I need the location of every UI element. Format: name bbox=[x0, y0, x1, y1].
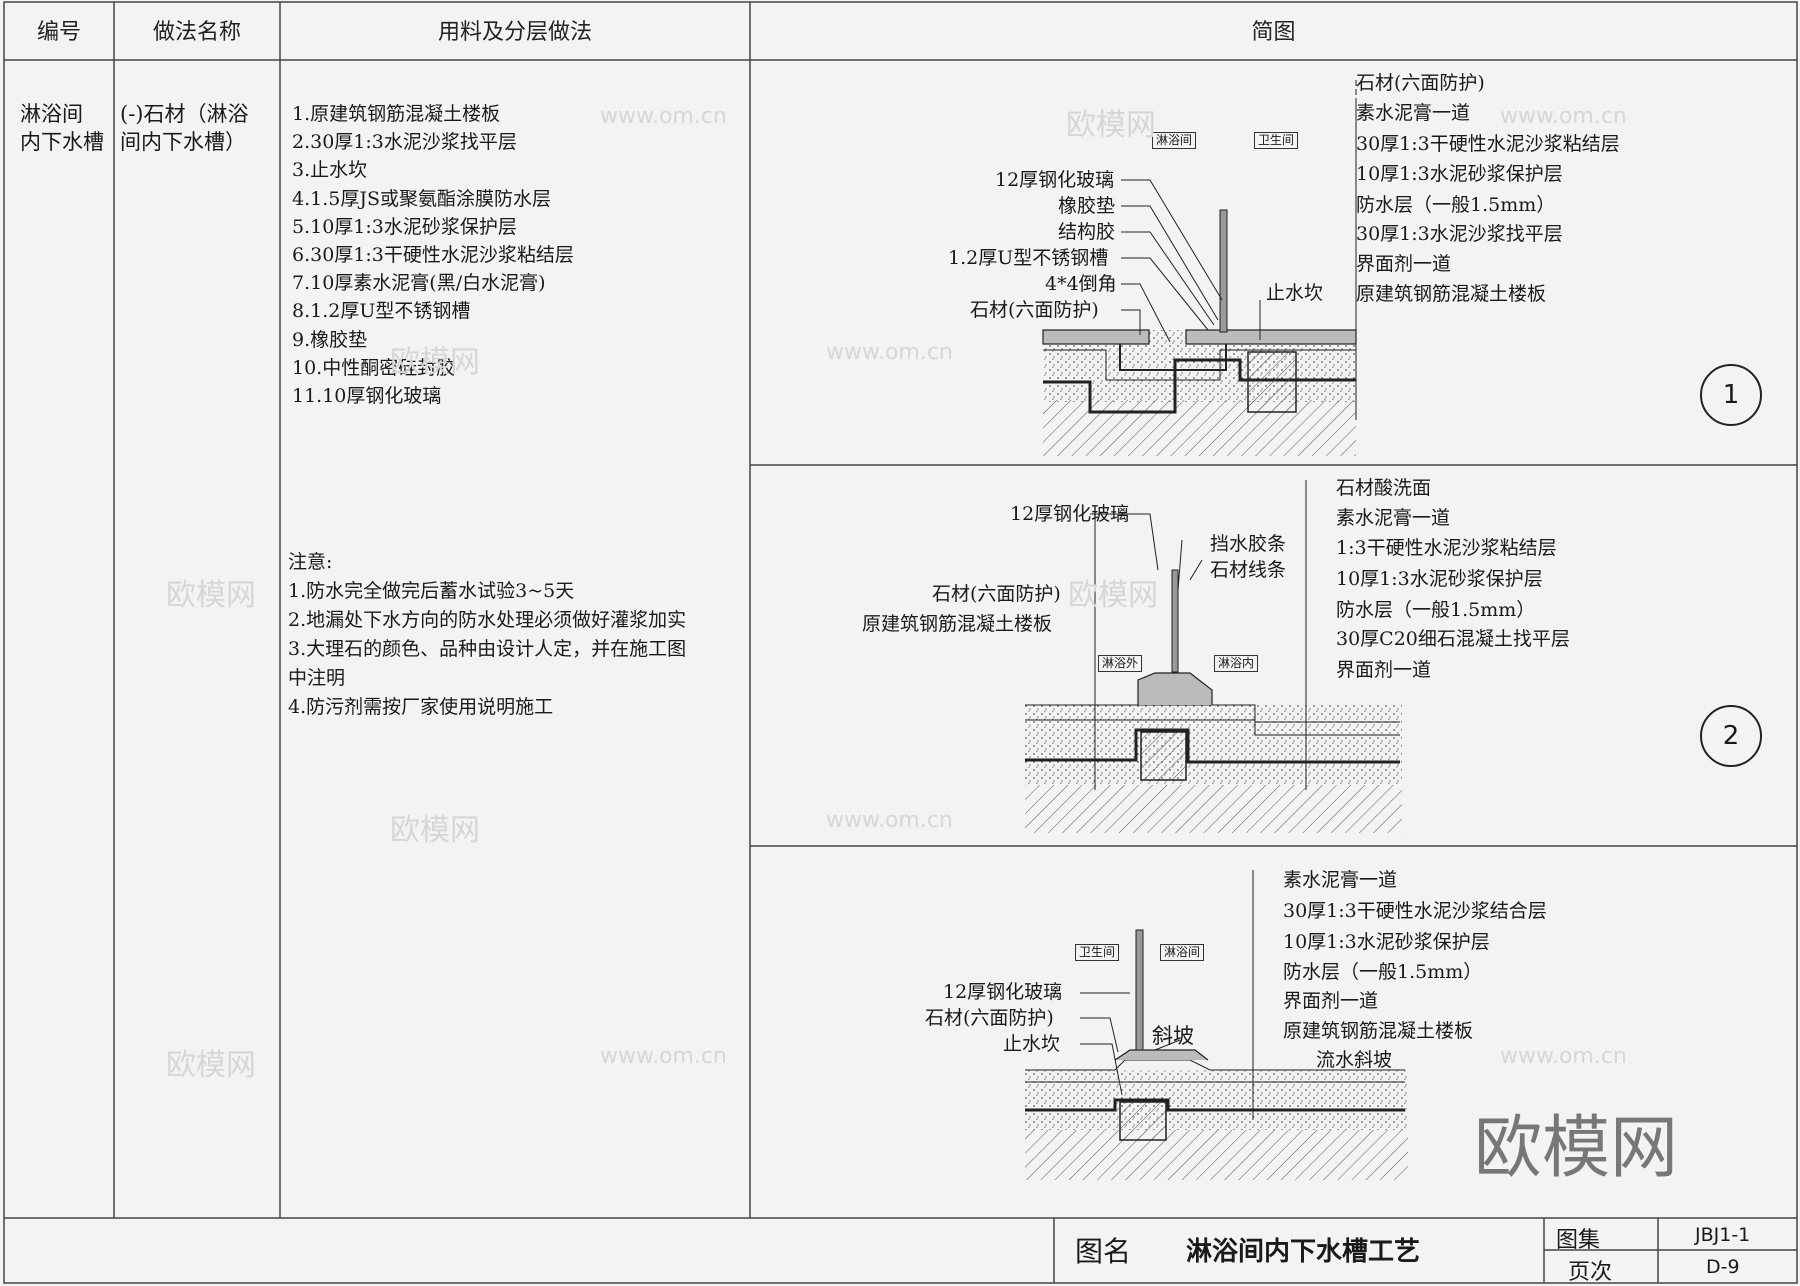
d2-layer: 30厚C20细石混凝土找平层 bbox=[1336, 628, 1570, 650]
section-2 bbox=[1025, 480, 1402, 833]
d3-layer: 素水泥膏一道 bbox=[1283, 869, 1398, 891]
watermark-site: www.om.cn bbox=[826, 340, 953, 365]
d3-layer: 原建筑钢筋混凝土楼板 bbox=[1283, 1020, 1474, 1042]
d2-layer: 石材酸洗面 bbox=[1336, 477, 1432, 499]
d1-label-chamfer: 4*4倒角 bbox=[1045, 273, 1117, 295]
notes-block: 注意: 1.防水完全做完后蓄水试验3~5天 2.地漏处下水方向的防水处理必须做好… bbox=[288, 548, 748, 722]
d3-layer: 界面剂一道 bbox=[1283, 990, 1379, 1012]
d2-label-stone: 石材(六面防护) bbox=[932, 583, 1061, 605]
d2-label-stone-line: 石材线条 bbox=[1210, 559, 1287, 581]
header-diagram: 简图 bbox=[1251, 20, 1296, 45]
d2-layer: 素水泥膏一道 bbox=[1336, 507, 1451, 529]
title-block-page-value: D-9 bbox=[1706, 1256, 1740, 1278]
layer-item: 5.10厚1:3水泥砂浆保护层 bbox=[292, 215, 517, 238]
d2-layer: 界面剂一道 bbox=[1336, 659, 1432, 681]
d2-label-slab: 原建筑钢筋混凝土楼板 bbox=[862, 613, 1053, 635]
title-block-atlas-value: JBJ1-1 bbox=[1695, 1224, 1751, 1246]
layer-item: 9.橡胶垫 bbox=[292, 328, 368, 351]
header-id: 编号 bbox=[36, 20, 81, 45]
d2-layer: 1:3干硬性水泥沙浆粘结层 bbox=[1336, 537, 1557, 559]
d3-label-glass: 12厚钢化玻璃 bbox=[943, 981, 1063, 1003]
d1-layer: 石材(六面防护) bbox=[1356, 72, 1485, 94]
d1-label-stone: 石材(六面防护) bbox=[970, 299, 1099, 321]
layer-item: 3.止水坎 bbox=[292, 159, 368, 182]
layer-item: 8.1.2厚U型不锈钢槽 bbox=[292, 300, 471, 323]
d3-label-water-stop: 止水坎 bbox=[1003, 1033, 1061, 1055]
d1-label-water-stop: 止水坎 bbox=[1266, 282, 1324, 304]
d3-layer: 10厚1:3水泥砂浆保护层 bbox=[1283, 931, 1490, 953]
d2-label-glass: 12厚钢化玻璃 bbox=[1010, 503, 1130, 525]
layers-list: 1.原建筑钢筋混凝土楼板 2.30厚1:3水泥沙浆找平层 3.止水坎 4.1.5… bbox=[292, 100, 742, 410]
note-item: 2.地漏处下水方向的防水处理必须做好灌浆加实 bbox=[288, 609, 687, 631]
header-layers: 用料及分层做法 bbox=[437, 20, 592, 45]
note-item: 1.防水完全做完后蓄水试验3~5天 bbox=[288, 580, 575, 602]
section-3 bbox=[1025, 870, 1408, 1180]
detail-number-1: 1 bbox=[1700, 364, 1762, 426]
watermark-site: www.om.cn bbox=[600, 104, 727, 129]
d1-label-glass: 12厚钢化玻璃 bbox=[995, 169, 1115, 191]
title-block-atlas-label: 图集 bbox=[1556, 1228, 1601, 1253]
d1-layer: 防水层（一般1.5mm） bbox=[1356, 194, 1556, 216]
header-name: 做法名称 bbox=[152, 20, 241, 45]
row-id-line2: 内下水槽 bbox=[20, 130, 104, 154]
watermark-brand: 欧模网 bbox=[1068, 578, 1158, 613]
tag-bathroom-3: 卫生间 bbox=[1075, 944, 1120, 961]
tag-shower-room-3: 淋浴间 bbox=[1160, 944, 1205, 961]
d1-layer: 界面剂一道 bbox=[1356, 253, 1452, 275]
section-1 bbox=[1042, 80, 1357, 456]
layer-item: 4.1.5厚JS或聚氨酯涂膜防水层 bbox=[292, 187, 551, 210]
notes-title: 注意: bbox=[288, 551, 333, 573]
watermark-brand-large: 欧模网 bbox=[1474, 1109, 1679, 1188]
d3-layer: 防水层（一般1.5mm） bbox=[1283, 961, 1483, 983]
layer-item: 6.30厚1:3干硬性水泥沙浆粘结层 bbox=[292, 244, 574, 267]
d2-layer: 防水层（一般1.5mm） bbox=[1336, 599, 1536, 621]
d3-label-slope: 斜坡 bbox=[1152, 1024, 1194, 1048]
layer-item: 1.原建筑钢筋混凝土楼板 bbox=[292, 103, 501, 125]
layer-item: 10.中性酮密硅封胶 bbox=[292, 356, 456, 379]
d3-label-flow-slope: 流水斜坡 bbox=[1316, 1049, 1393, 1071]
tag-bathroom: 卫生间 bbox=[1254, 132, 1299, 149]
tag-inside-shower: 淋浴内 bbox=[1214, 655, 1259, 672]
d3-label-stone: 石材(六面防护) bbox=[925, 1007, 1054, 1029]
d1-layer: 30厚1:3水泥沙浆找平层 bbox=[1356, 223, 1563, 245]
row-id-line1: 淋浴间 bbox=[20, 102, 83, 126]
note-item: 4.防污剂需按厂家使用说明施工 bbox=[288, 696, 554, 718]
watermark-brand: 欧模网 bbox=[166, 578, 256, 613]
watermark-site: www.om.cn bbox=[600, 1044, 727, 1069]
d3-layer: 30厚1:3干硬性水泥沙浆结合层 bbox=[1283, 900, 1547, 922]
layer-item: 2.30厚1:3水泥沙浆找平层 bbox=[292, 131, 517, 154]
watermark-brand: 欧模网 bbox=[390, 345, 480, 380]
watermark-site: www.om.cn bbox=[1500, 104, 1627, 129]
d1-layer: 素水泥膏一道 bbox=[1356, 102, 1471, 124]
row-name-line2: 间内下水槽） bbox=[120, 130, 246, 154]
watermark-brand: 欧模网 bbox=[1066, 108, 1156, 143]
d1-layer: 10厚1:3水泥砂浆保护层 bbox=[1356, 163, 1563, 185]
d2-label-water-strip: 挡水胶条 bbox=[1210, 533, 1287, 555]
row-name-line1: (-)石材（淋浴 bbox=[120, 102, 249, 126]
note-item: 中注明 bbox=[288, 667, 346, 689]
layer-item: 11.10厚钢化玻璃 bbox=[292, 385, 442, 408]
layer-item: 7.10厚素水泥膏(黑/白水泥膏) bbox=[292, 272, 546, 295]
watermark-brand: 欧模网 bbox=[166, 1048, 256, 1083]
d1-label-steel-channel: 1.2厚U型不锈钢槽 bbox=[948, 247, 1109, 269]
d1-label-rubber-pad: 橡胶垫 bbox=[1058, 195, 1116, 217]
watermark-site: www.om.cn bbox=[1500, 1044, 1627, 1069]
tag-outside-shower: 淋浴外 bbox=[1098, 655, 1143, 672]
d1-layer: 30厚1:3干硬性水泥沙浆粘结层 bbox=[1356, 133, 1620, 155]
detail-number-2: 2 bbox=[1700, 705, 1762, 767]
d2-layer: 10厚1:3水泥砂浆保护层 bbox=[1336, 568, 1543, 590]
note-item: 3.大理石的颜色、品种由设计人定，并在施工图 bbox=[288, 638, 687, 660]
watermark-site: www.om.cn bbox=[826, 808, 953, 833]
title-block-name-label: 图名 bbox=[1075, 1235, 1132, 1268]
d1-label-adhesive: 结构胶 bbox=[1058, 221, 1116, 243]
title-block-page-label: 页次 bbox=[1568, 1260, 1613, 1285]
tag-shower-room: 淋浴间 bbox=[1152, 132, 1197, 149]
watermark-brand: 欧模网 bbox=[390, 813, 480, 848]
d1-layer: 原建筑钢筋混凝土楼板 bbox=[1356, 283, 1547, 305]
title-block-name-value: 淋浴间内下水槽工艺 bbox=[1186, 1237, 1421, 1267]
